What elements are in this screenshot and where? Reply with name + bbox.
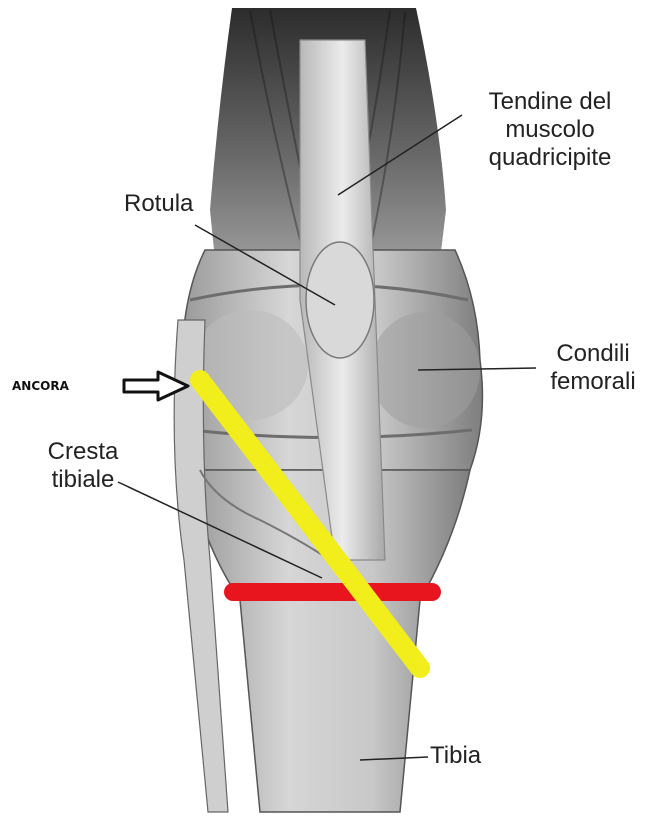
tendon-label-line1: Tendine del [462, 88, 638, 116]
crest-label-line2: tibiale [28, 466, 138, 494]
patella [306, 242, 374, 358]
condyles-label-line1: Condili [538, 340, 648, 368]
patella-label: Rotula [124, 190, 193, 218]
tendon-label-line2: muscolo [462, 116, 638, 144]
tibia-label: Tibia [430, 742, 481, 770]
condyles-label: Condili femorali [538, 340, 648, 396]
tendon-label-line3: quadricipite [462, 144, 638, 172]
crest-label: Cresta tibiale [28, 438, 138, 494]
condyles-label-line2: femorali [538, 368, 648, 396]
tendon-label: Tendine del muscolo quadricipite [462, 88, 638, 172]
anchor-label: ANCORA [12, 379, 69, 393]
crest-label-line1: Cresta [28, 438, 138, 466]
